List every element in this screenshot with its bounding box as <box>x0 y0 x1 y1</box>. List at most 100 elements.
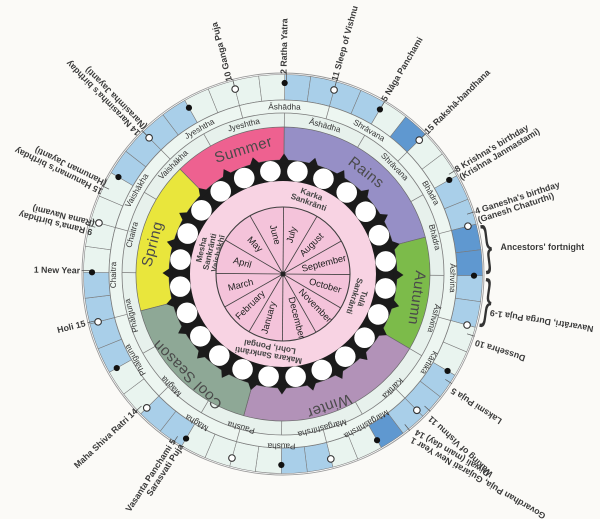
festival-label-11-sleep-of-vishnu: 11 Sleep of Vishnu <box>330 4 360 81</box>
month-ring-divider <box>438 316 451 321</box>
petal-point-outer <box>247 379 260 391</box>
petal <box>258 366 279 387</box>
petal <box>355 201 376 223</box>
full-moon-circle <box>95 219 103 227</box>
petal <box>375 251 397 272</box>
petal-point-outer <box>166 238 178 251</box>
petal <box>285 366 306 388</box>
festival-label-10-ganga-puja: 10 Ganga Puja <box>209 21 234 82</box>
festival-label-15-raksh-bandhana: 15 Rakshā-bandhana <box>422 67 492 136</box>
petal-point-outer <box>333 170 345 182</box>
petal-point-outer <box>178 322 190 335</box>
month-ring-divider <box>395 388 406 399</box>
leader-line <box>334 79 338 88</box>
fortnight-cell <box>83 271 111 299</box>
fortnight-cell <box>258 74 286 102</box>
hindu-month-outer-label: Pausha <box>267 441 295 450</box>
new-moon-dot <box>115 173 122 181</box>
hindu-month-outer-label: Chaitra <box>109 261 118 288</box>
new-moon-dot <box>446 176 453 184</box>
wheel-hub <box>280 271 286 277</box>
leader-line <box>101 185 110 190</box>
festival-label-ancestors-fortnight: Ancestors' fortnight <box>500 242 584 252</box>
wheel-sector-line <box>282 273 351 275</box>
new-moon-dot <box>113 364 120 372</box>
leader-line <box>424 405 431 412</box>
full-moon-circle <box>330 86 338 94</box>
leader-line <box>135 405 142 412</box>
wheel-sector-line <box>282 206 284 275</box>
hindu-month-outer-label: Āshādha <box>268 101 301 111</box>
petal-point-outer <box>388 297 400 310</box>
fortnight-cell <box>284 74 312 103</box>
wheel-sector-line <box>282 273 284 342</box>
petal-point-outer <box>393 268 404 282</box>
new-moon-dot <box>185 104 193 111</box>
petal-point-outer <box>198 188 211 200</box>
petal <box>191 199 212 221</box>
festival-label-govardhan-puja-gujarati-new-year-1: Govardhan Puja, Gujarati New Year 1Diwal… <box>409 428 552 519</box>
month-ring-divider <box>325 106 330 119</box>
month-ring-divider <box>236 429 241 442</box>
festival-label-5-n-ga-panchami: 5 Nāga Panchami <box>379 35 425 103</box>
month-ring-divider <box>322 429 327 443</box>
month-ring-divider <box>200 400 209 413</box>
festival-label-navar-tri-durga-puja-1-9: Navarātri, Durga Puja 1-9 <box>489 308 594 334</box>
petal-point-outer <box>304 379 318 391</box>
leader-line <box>404 424 411 431</box>
petal <box>208 345 230 366</box>
petal <box>354 327 375 349</box>
petal <box>260 160 281 182</box>
wheel-sector-line <box>282 240 342 275</box>
leader-line <box>466 211 475 215</box>
full-moon-circle <box>415 136 424 144</box>
full-moon-circle <box>326 455 335 463</box>
festival-label-2-ratha-yatra: 2 Ratha Yatra <box>279 18 290 74</box>
month-ring-divider <box>160 149 171 160</box>
wheel-sector-line <box>224 273 284 308</box>
new-moon-dot <box>376 106 384 113</box>
wheel-sector-line <box>225 239 284 275</box>
month-ring-divider <box>142 346 156 354</box>
petal <box>334 346 356 367</box>
gregorian-month-label: June <box>268 224 283 246</box>
petal-point-outer <box>222 169 235 181</box>
petal-point-outer <box>277 153 291 164</box>
festival-label-maha-shiva-ratri-14: Maha Shiva Ratri 14 <box>72 406 140 470</box>
leader-line <box>466 333 475 337</box>
month-ring-divider <box>203 133 211 147</box>
leader-line <box>445 379 453 385</box>
leader-line <box>87 320 96 324</box>
petal-point-outer <box>221 366 233 378</box>
new-moon-dot <box>373 437 381 444</box>
hindu-month-outer-label: Āshvina <box>448 263 458 293</box>
festival-label-9-rama-s-birthday: 9 Rama's birthday(Rama Navami) <box>18 201 96 238</box>
new-moon-dot <box>88 269 96 276</box>
petal <box>176 302 198 324</box>
month-ring-divider <box>409 348 422 357</box>
full-moon-circle <box>464 222 472 231</box>
petal <box>177 223 199 244</box>
gregorian-month-label: April <box>232 255 253 270</box>
festival-label-8-krishna-s-birthday: 8 Krishna's birthday(Krishna Janmastami) <box>453 118 542 182</box>
wheel-sector-line <box>248 273 284 332</box>
petal <box>368 224 390 246</box>
petal-point-outer <box>162 266 173 280</box>
full-moon-circle <box>142 404 151 412</box>
petal <box>375 278 396 299</box>
wheel-sector-line <box>282 273 341 309</box>
leader-line <box>87 224 96 228</box>
leader-line <box>448 169 456 175</box>
leader-line <box>141 130 148 137</box>
full-moon-circle <box>145 133 153 142</box>
month-ring-divider <box>158 386 169 397</box>
petal-point-outer <box>248 157 262 169</box>
fortnight-cell <box>454 275 483 303</box>
petal <box>287 161 308 182</box>
leader-line <box>172 436 178 444</box>
new-moon-dot <box>470 272 478 279</box>
petal <box>313 168 334 190</box>
petal-point-outer <box>197 346 209 359</box>
